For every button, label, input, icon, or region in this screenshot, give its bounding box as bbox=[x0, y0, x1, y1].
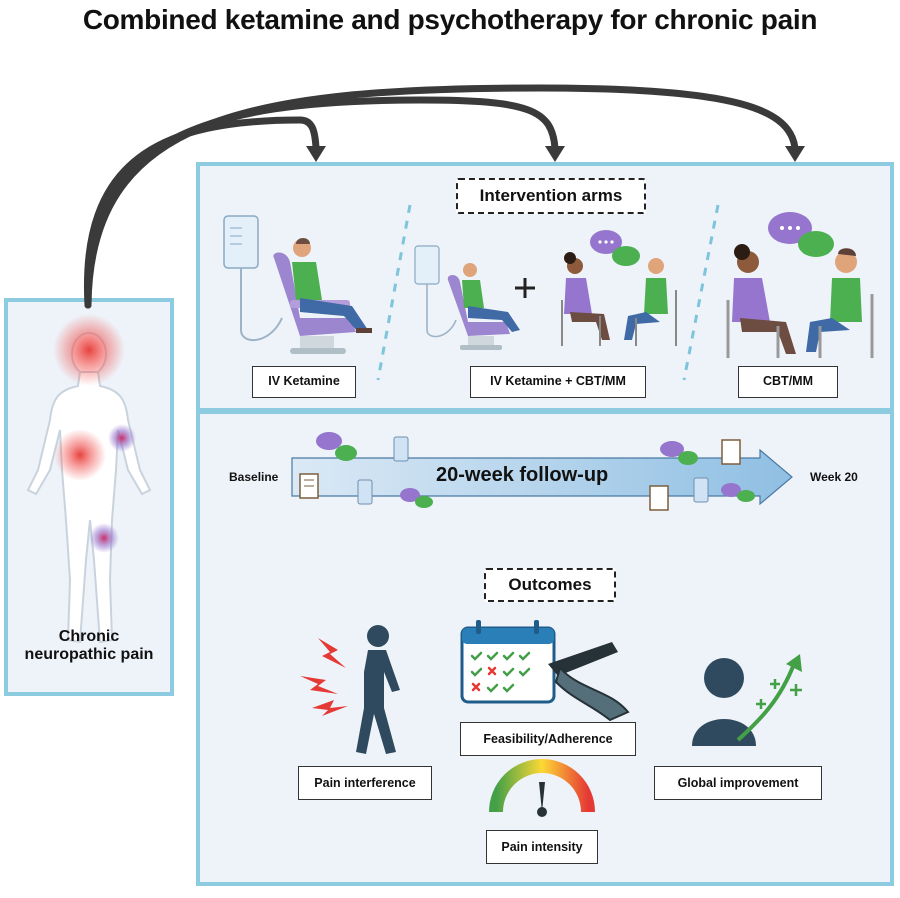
arm-label-cbt: CBT/MM bbox=[738, 366, 838, 398]
flow-arrows bbox=[83, 84, 799, 309]
therapist-icon bbox=[726, 244, 796, 358]
patient-label-line1: Chronic bbox=[58, 628, 120, 645]
speech-bubbles-icon bbox=[768, 212, 834, 257]
pain-spot-abdomen bbox=[54, 429, 106, 481]
outcome-label-pain-intensity: Pain intensity bbox=[486, 830, 598, 864]
infusion-chair-small-icon bbox=[447, 275, 510, 350]
arrowheads bbox=[306, 146, 805, 162]
page-title: Combined ketamine and psychotherapy for … bbox=[82, 4, 818, 35]
intervention-arms-header: Intervention arms bbox=[456, 178, 646, 214]
calendar-icon bbox=[460, 620, 630, 722]
timeline-end-label: Week 20 bbox=[810, 470, 858, 484]
pain-spot-arm bbox=[108, 424, 136, 452]
outcome-label-pain-interference: Pain interference bbox=[298, 766, 432, 800]
arm-label-combined: IV Ketamine + CBT/MM bbox=[470, 366, 646, 398]
patient-label-line2: neuropathic pain bbox=[24, 646, 154, 663]
timeline-arrow-label: 20-week follow-up bbox=[436, 464, 609, 486]
global-improvement-icon bbox=[692, 654, 802, 746]
timeline-start-label: Baseline bbox=[229, 470, 279, 484]
pain-spot-leg bbox=[89, 523, 119, 553]
outcome-label-global-improvement: Global improvement bbox=[654, 766, 822, 800]
arm-label-iv-ketamine: IV Ketamine bbox=[252, 366, 356, 398]
patient-seated-small-icon bbox=[462, 263, 520, 332]
client-small-icon bbox=[624, 258, 677, 346]
patient-label: Chronic neuropathic pain bbox=[4, 628, 174, 664]
timeline-decor-icons bbox=[299, 432, 755, 511]
outcomes-header: Outcomes bbox=[484, 568, 616, 602]
pain-interference-icon bbox=[300, 625, 400, 754]
plus-icon bbox=[515, 278, 535, 298]
patient-seated-icon bbox=[292, 238, 372, 333]
iv-bag-small-icon bbox=[414, 245, 457, 338]
outcome-label-feasibility: Feasibility/Adherence bbox=[460, 722, 636, 756]
client-icon bbox=[806, 248, 874, 358]
therapist-small-icon bbox=[561, 252, 610, 346]
flow-arrow-cbt bbox=[84, 84, 799, 309]
speech-bubbles-small-icon bbox=[590, 230, 640, 266]
pain-spot-head bbox=[53, 314, 125, 386]
pain-intensity-gauge-icon bbox=[489, 759, 595, 817]
iv-bag-icon bbox=[223, 215, 283, 342]
